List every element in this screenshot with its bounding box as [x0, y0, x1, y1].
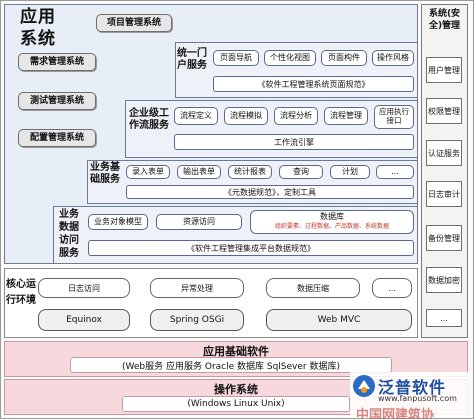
app-base-bar: (Web服务 应用服务 Oracle 数据库 SqlSever 数据库) — [70, 357, 392, 373]
core-web-mvc[interactable]: Web MVC — [266, 309, 412, 331]
workflow-item-analyze[interactable]: 流程分析 — [274, 107, 318, 125]
database-subtitle: 组织要素、过程数据、产品数据、系统数据 — [274, 223, 389, 230]
os-title: 操作系统 — [214, 383, 258, 396]
brand-name: 泛普软件 — [378, 378, 447, 397]
biz-item-query[interactable]: 查询 — [279, 165, 323, 179]
test-mgmt-button[interactable]: 测试管理系统 — [18, 92, 96, 110]
sec-permission-mgmt[interactable]: 权限管理 — [426, 98, 462, 124]
core-log-access[interactable]: 日志访问 — [38, 278, 130, 298]
core-runtime-label: 核心运行环境 — [6, 279, 36, 306]
portal-item-view[interactable]: 个性化视图 — [264, 50, 316, 66]
workflow-item-manage[interactable]: 流程管理 — [324, 107, 368, 125]
project-mgmt-button[interactable]: 项目管理系统 — [96, 14, 172, 32]
sec-more[interactable]: ... — [426, 309, 462, 327]
metadata-spec-bar: 《元数据规范》，定制工具 — [126, 185, 414, 199]
data-access-label: 业务数据访问服务 — [59, 209, 79, 259]
biz-item-output-form[interactable]: 输出表单 — [177, 165, 221, 179]
workflow-item-exec-interface[interactable]: 应用执行接口 — [374, 105, 414, 129]
business-base-label: 业务基础服务 — [90, 162, 120, 185]
biz-item-plan[interactable]: 计划 — [330, 165, 370, 179]
requirements-mgmt-button[interactable]: 需求管理系统 — [18, 53, 96, 71]
portal-item-style[interactable]: 操作风格 — [372, 50, 414, 66]
brand-url: www.fanpusoft.com — [378, 394, 457, 403]
sec-user-mgmt[interactable]: 用户管理 — [426, 57, 462, 83]
biz-item-input-form[interactable]: 录入表单 — [126, 165, 170, 179]
portal-spec-bar: 《软件工程管理系统页面规范》 — [213, 76, 414, 92]
workflow-engine-bar: 工作流引擎 — [174, 134, 414, 150]
config-mgmt-button[interactable]: 配置管理系统 — [18, 129, 96, 147]
security-title: 系统(安全)管理 — [428, 9, 461, 31]
database-title: 数据库 — [320, 212, 344, 221]
data-spec-bar: 《软件工程管理集成平台数据规范》 — [88, 240, 414, 256]
portal-item-component[interactable]: 页面构件 — [321, 50, 367, 66]
biz-item-more[interactable]: ... — [376, 165, 414, 179]
core-data-compress[interactable]: 数据压缩 — [266, 278, 360, 298]
app-base-title: 应用基础软件 — [203, 345, 269, 358]
sec-log-audit[interactable]: 日志审计 — [426, 181, 462, 207]
biz-item-stats-report[interactable]: 统计报表 — [228, 165, 272, 179]
os-bar: (Windows Linux Unix) — [122, 396, 350, 412]
sec-backup-mgmt[interactable]: 备份管理 — [426, 225, 462, 251]
core-equinox[interactable]: Equinox — [38, 309, 130, 331]
sec-data-encrypt[interactable]: 数据加密 — [426, 267, 462, 293]
resource-access[interactable]: 资源访问 — [156, 214, 242, 230]
workflow-item-simulate[interactable]: 流程模拟 — [224, 107, 268, 125]
sec-auth-service[interactable]: 认证服务 — [426, 140, 462, 166]
brand-logo: 泛普软件 www.fanpusoft.com 中国网建筑协 — [350, 372, 468, 419]
core-more[interactable]: ... — [372, 278, 412, 298]
database-box: 数据库 组织要素、过程数据、产品数据、系统数据 — [250, 210, 414, 234]
core-spring-osgi[interactable]: Spring OSGi — [150, 309, 244, 331]
core-exception[interactable]: 异常处理 — [150, 278, 244, 298]
workflow-label: 企业级工作流服务 — [129, 108, 169, 131]
business-object-model[interactable]: 业务对象模型 — [88, 214, 148, 230]
portal-item-nav[interactable]: 页面导航 — [213, 50, 259, 66]
brand-bottom-text: 中国网建筑协 — [356, 408, 435, 419]
workflow-item-define[interactable]: 流程定义 — [174, 107, 218, 125]
logo-mark-icon — [353, 375, 375, 397]
portal-label: 统一门户服务 — [177, 48, 207, 71]
app-system-title: 应用系统 — [20, 7, 56, 49]
